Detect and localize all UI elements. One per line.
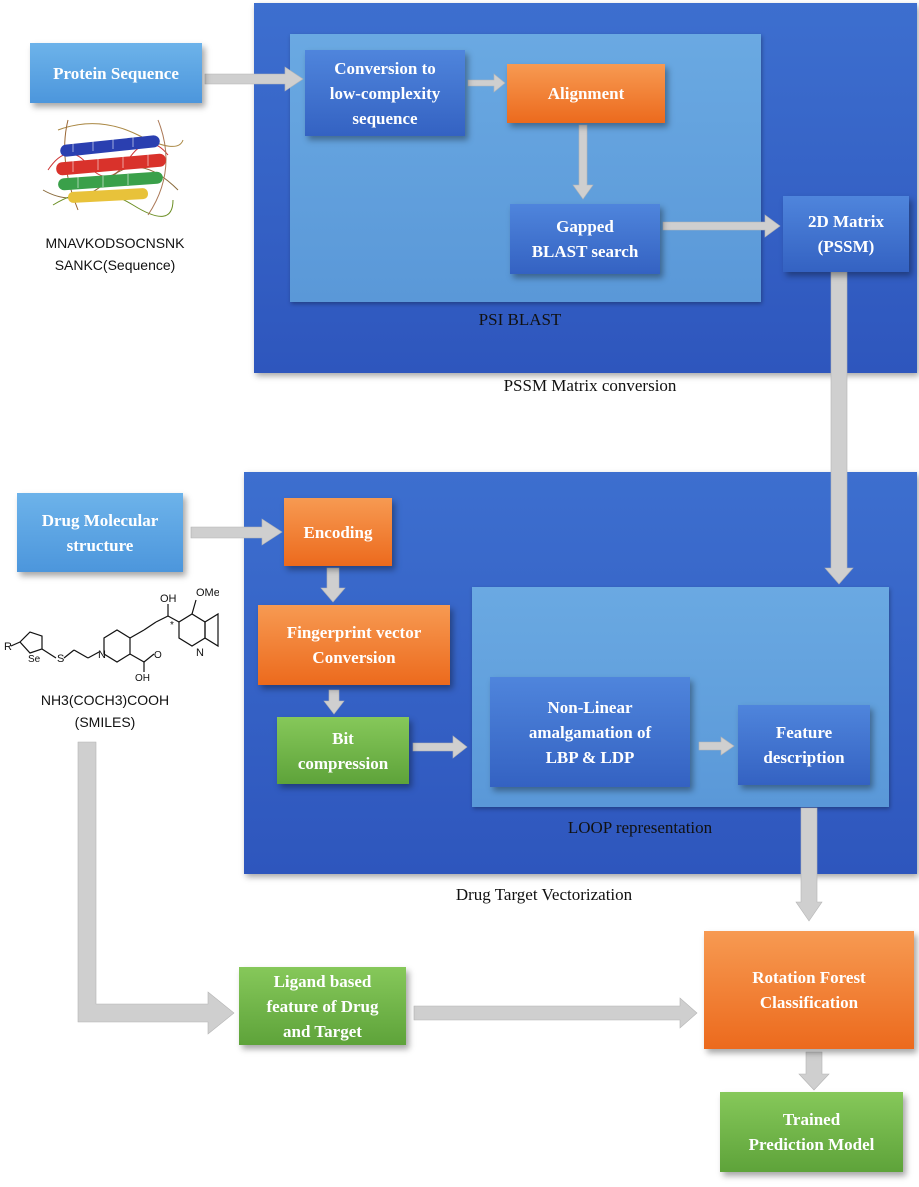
ligand-feature-box: Ligand based feature of Drug and Target <box>239 967 406 1045</box>
arrow-gapped-to-matrix <box>662 214 781 238</box>
arrow-loop-to-rotation <box>795 807 823 922</box>
arrow-ligand-to-rotation <box>413 997 698 1029</box>
arrow-matrix-to-loop <box>824 271 854 585</box>
protein-structure-image <box>42 119 184 217</box>
arrow-protein-to-conversion <box>204 66 304 92</box>
arrow-rotation-to-model <box>798 1051 830 1091</box>
vectorization-caption: Drug Target Vectorization <box>455 885 633 904</box>
encoding-box: Encoding <box>284 498 392 566</box>
arrow-alignment-to-gapped <box>572 124 594 200</box>
molecule-n-pip-label: N <box>98 649 106 661</box>
arrow-encoding-to-fingerprint <box>320 567 346 603</box>
arrow-fingerprint-to-bit <box>323 689 345 715</box>
drug-molecule-image: OMe OH * N R Se S N O OH <box>4 587 219 682</box>
drug-structure-box: Drug Molecular structure <box>17 493 183 572</box>
bit-compression-box: Bit compression <box>277 717 409 784</box>
matrix-2d-box: 2D Matrix (PSSM) <box>783 196 909 272</box>
molecule-n-ring-label: N <box>196 647 204 659</box>
protein-sequence-box: Protein Sequence <box>30 43 202 103</box>
rotation-forest-box: Rotation Forest Classification <box>704 931 914 1049</box>
psi-blast-caption: PSI BLAST <box>478 310 562 329</box>
arrow-conversion-to-alignment <box>467 73 506 93</box>
feature-description-box: Feature description <box>738 705 870 785</box>
pssm-caption: PSSM Matrix conversion <box>503 376 677 395</box>
arrow-nonlinear-to-feature <box>698 736 735 756</box>
protein-sequence-text: MNAVKODSOCNSNK SANKC(Sequence) <box>45 235 185 273</box>
molecule-s-label: S <box>57 653 64 665</box>
molecule-ome-label: OMe <box>196 587 219 599</box>
molecule-oh-top-label: OH <box>160 593 177 605</box>
fingerprint-box: Fingerprint vector Conversion <box>258 605 450 685</box>
non-linear-box: Non-Linear amalgamation of LBP & LDP <box>490 677 690 787</box>
molecule-oh-bottom-label: OH <box>135 673 150 682</box>
alignment-box: Alignment <box>507 64 665 123</box>
conversion-box: Conversion to low-complexity sequence <box>305 50 465 136</box>
arrow-smiles-to-ligand <box>77 741 235 1035</box>
molecule-star-label: * <box>170 620 174 631</box>
arrow-drug-to-encoding <box>190 518 283 546</box>
gapped-blast-box: Gapped BLAST search <box>510 204 660 274</box>
trained-model-box: Trained Prediction Model <box>720 1092 903 1172</box>
molecule-r-label: R <box>4 641 12 653</box>
arrow-bit-to-nonlinear <box>412 735 468 759</box>
smiles-text: NH3(COCH3)COOH (SMILES) <box>40 692 170 730</box>
molecule-se-label: Se <box>28 654 41 665</box>
molecule-o-label: O <box>154 650 162 661</box>
loop-caption: LOOP representation <box>567 818 713 837</box>
